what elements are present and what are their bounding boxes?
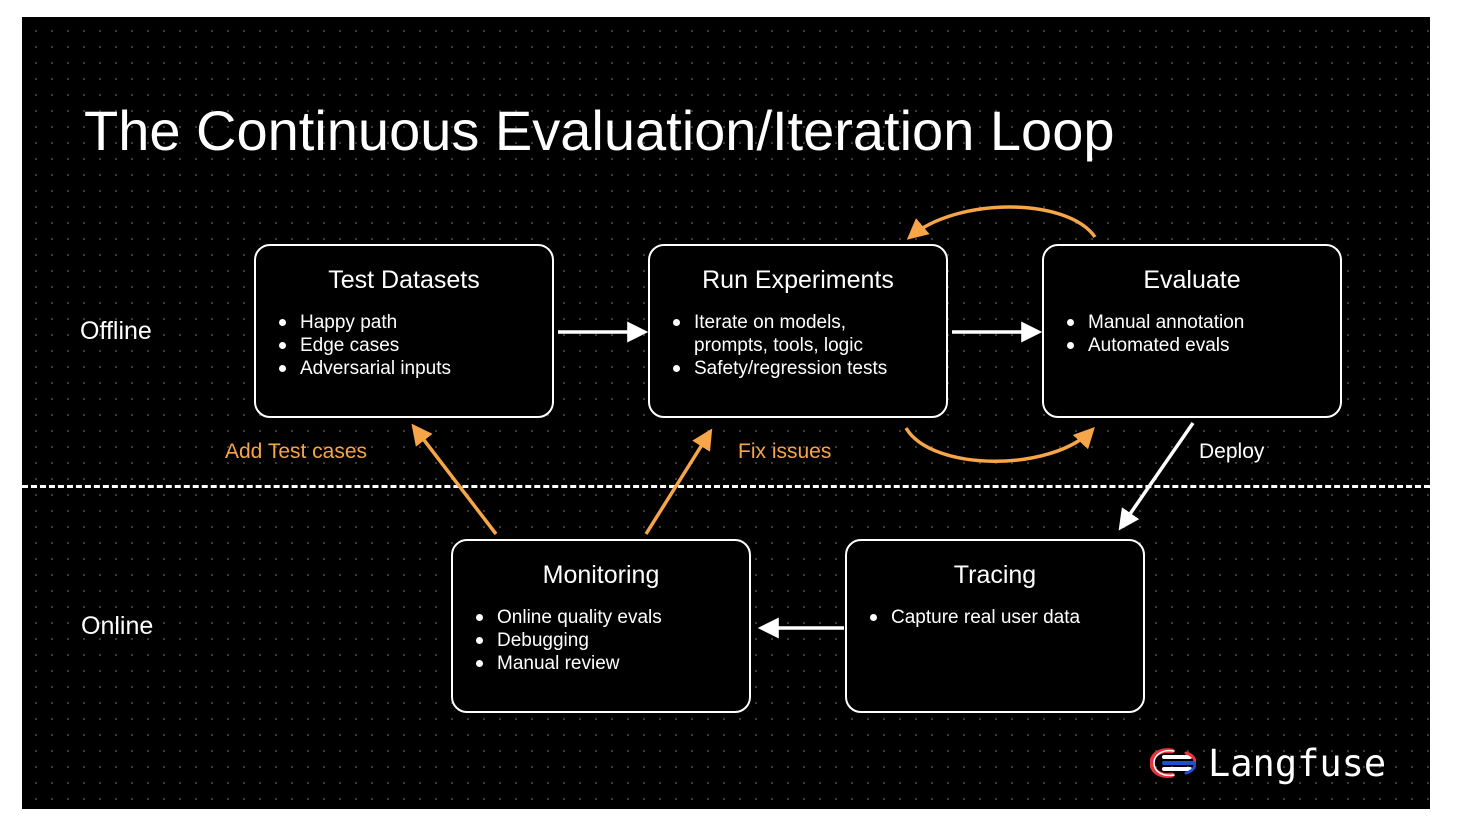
arrow-evaluate-back-to-experiments	[906, 205, 1097, 240]
list-item: Automated evals	[1066, 334, 1340, 357]
box-evaluate-list: Manual annotation Automated evals	[1044, 311, 1340, 357]
box-monitoring-title: Monitoring	[542, 561, 660, 589]
list-item: Edge cases	[278, 334, 552, 357]
box-run-experiments-list: Iterate on models, prompts, tools, logic…	[650, 311, 946, 380]
list-item: Manual review	[475, 652, 749, 675]
langfuse-logo-icon	[1150, 748, 1196, 778]
box-test-datasets: Test Datasets Happy path Edge cases Adve…	[254, 244, 554, 418]
arrow-add-test-cases	[411, 423, 498, 536]
list-item: Online quality evals	[475, 606, 749, 629]
box-evaluate-title: Evaluate	[1143, 266, 1241, 294]
arrow-experiments-to-evaluate-curve	[904, 426, 1095, 463]
edge-label-add-test-cases: Add Test cases	[225, 440, 368, 463]
langfuse-logo-text: Langfuse	[1208, 741, 1387, 785]
box-tracing: Tracing Capture real user data	[845, 539, 1145, 713]
arrow-fix-issues	[644, 428, 713, 535]
list-item: Debugging	[475, 629, 749, 652]
box-test-datasets-list: Happy path Edge cases Adversarial inputs	[256, 311, 552, 380]
edge-label-deploy: Deploy	[1199, 440, 1265, 463]
list-item: Capture real user data	[869, 606, 1143, 629]
slide-canvas: The Continuous Evaluation/Iteration Loop…	[22, 17, 1430, 809]
box-evaluate: Evaluate Manual annotation Automated eva…	[1042, 244, 1342, 418]
box-run-experiments-title: Run Experiments	[702, 266, 894, 294]
zone-label-online: Online	[81, 612, 154, 640]
zone-label-offline: Offline	[80, 317, 152, 345]
list-item: Manual annotation	[1066, 311, 1340, 334]
box-tracing-list: Capture real user data	[847, 606, 1143, 629]
edge-label-fix-issues: Fix issues	[738, 440, 832, 463]
box-run-experiments: Run Experiments Iterate on models, promp…	[648, 244, 948, 418]
list-item: Adversarial inputs	[278, 357, 552, 380]
list-item: Happy path	[278, 311, 552, 334]
box-tracing-title: Tracing	[953, 561, 1037, 589]
arrow-deploy	[1118, 422, 1195, 531]
box-test-datasets-title: Test Datasets	[328, 266, 480, 294]
diagram-arrows	[411, 205, 1195, 639]
list-item: Safety/regression tests	[672, 357, 946, 380]
langfuse-logo: Langfuse	[1150, 739, 1386, 787]
slide-title: The Continuous Evaluation/Iteration Loop	[84, 99, 1115, 162]
box-monitoring-list: Online quality evals Debugging Manual re…	[453, 606, 749, 675]
box-monitoring: Monitoring Online quality evals Debuggin…	[451, 539, 751, 713]
offline-online-divider	[22, 485, 1430, 488]
list-item: Iterate on models, prompts, tools, logic	[672, 311, 946, 357]
